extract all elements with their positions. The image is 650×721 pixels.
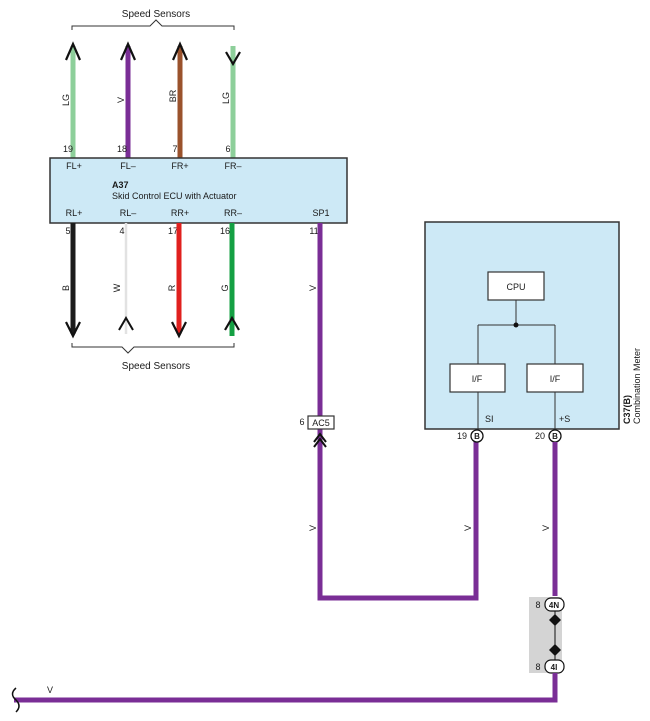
ecu-box [49,157,348,224]
pin-number: 17 [168,226,178,236]
meter-name: Combination Meter [632,348,642,424]
arrow-up-icon [64,41,82,61]
pin-number: 18 [117,144,127,154]
arrow-up-icon [224,315,240,331]
pin-number: 20 [535,431,545,441]
pin-number: 6 [225,144,230,154]
cpu-label: CPU [506,282,525,292]
wire-label: V [463,525,473,531]
pin-number: 16 [220,226,230,236]
wire-label: V [308,285,318,291]
wire-label: LG [221,92,231,104]
cpu-box [487,271,545,301]
wire-break-icon [11,687,20,713]
if-label: I/F [472,374,483,384]
wire-label: V [541,525,551,531]
junction-arrow-icon [549,644,561,656]
arrow-up-icon [171,41,189,61]
connector-label: AC5 [312,418,330,428]
speed-sensors-top-bracket [71,19,235,30]
wire-label: W [112,283,122,292]
junction-dot [513,322,519,328]
connector-chevron-icon [313,437,327,448]
pin-label: FL+ [66,161,82,171]
pin-label: +S [559,414,570,424]
arrow-up-icon [119,41,137,61]
pin-label: RR+ [171,208,189,218]
connector-ac5-box [307,415,335,430]
pin-badge-label: B [474,432,480,441]
speed-sensors-top-label: Speed Sensors [122,9,190,20]
arrow-down-icon [171,321,187,339]
top-wire-fr-plus: BR [168,41,189,158]
bottom-wire [14,673,558,703]
arrow-down-icon [65,321,81,339]
pin-label: RL+ [66,208,83,218]
wire-label: V [308,525,318,531]
ecu-code: A37 [112,180,129,190]
wire-label: LG [61,94,71,106]
top-wire-fr-minus: LG [221,46,241,158]
arrow-down-icon [225,51,241,67]
junction-arrow-icon [549,614,561,626]
meter-code: C37(B) [622,395,632,424]
arrow-up-icon [118,316,134,331]
pin-badge-label: B [552,432,558,441]
bottom-wire-rr-plus: R [167,223,187,339]
wire-label: R [167,284,177,291]
if-box-right [526,363,584,393]
top-wire-fl-minus: V [116,41,137,158]
pin-label: FR+ [171,161,188,171]
wire-label: B [61,285,71,291]
junction-pin: 8 [535,600,540,610]
bottom-wire-rl-minus: W [112,223,134,334]
pin-label: FR– [224,161,241,171]
pin-label: RL– [120,208,137,218]
pin-number: 19 [63,144,73,154]
pin-number: 19 [457,431,467,441]
pin-badge [470,429,484,443]
pin-number: 11 [309,226,318,236]
if-label: I/F [550,374,561,384]
pin-label: SI [485,414,494,424]
top-wire-fl-plus: LG [61,41,82,158]
wire-label: V [116,97,126,103]
wire-label: BR [168,89,178,102]
connector-pin: 6 [299,417,304,427]
pin-number: 5 [65,226,70,236]
junction-label: 4I [551,663,558,672]
if-box-left [449,363,506,393]
ecu-name: Skid Control ECU with Actuator [112,191,237,201]
speed-sensors-bottom-label: Speed Sensors [122,361,190,372]
junction-4n-badge [544,597,565,612]
bottom-wire-rl-plus: B [61,223,81,339]
sp1-wire [317,223,479,601]
pin-label: RR– [224,208,242,218]
speed-sensors-bottom-bracket [71,343,235,354]
junction-pin: 8 [535,662,540,672]
pin-number: 4 [119,226,124,236]
junction-label: 4N [549,601,559,610]
connector-chevron-icon [313,432,327,443]
wire-label: G [220,284,230,291]
pin-number: 7 [172,144,177,154]
pin-label: SP1 [312,208,329,218]
bottom-wire-rr-minus: G [220,223,240,336]
wire-label: V [47,685,53,695]
pin-label: FL– [120,161,136,171]
